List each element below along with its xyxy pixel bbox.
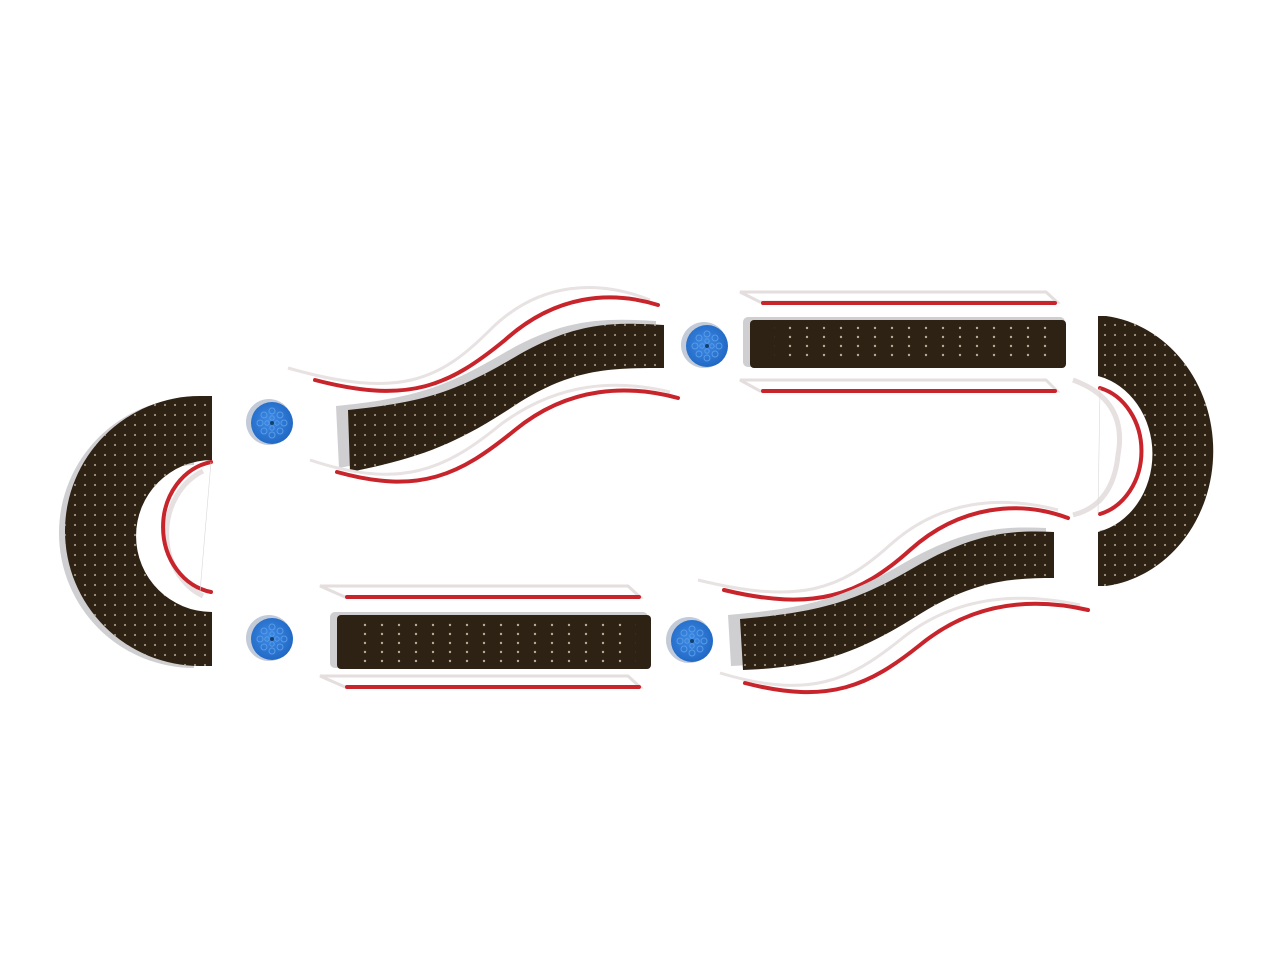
left-arc-plank [59,396,212,668]
left-arc-handrail [161,460,213,599]
top-wave-handrail-lower [309,383,680,484]
bottom-wave-handrail-upper [697,500,1070,602]
bottom-wave-plank [728,527,1054,670]
top-straight-plank [743,317,1066,368]
right-arc-plank [1098,316,1214,586]
stepping-pod [680,321,729,369]
top-straight-handrail-lower [739,378,1061,393]
stepping-pod [245,398,294,446]
right-arc-handrail [1072,377,1144,518]
stepping-pod [665,616,714,664]
stepping-pod [245,614,294,662]
bottom-straight-handrail-upper [319,584,644,599]
top-straight-handrail-upper [739,290,1061,305]
top-wave-plank [336,319,664,472]
bottom-straight-handrail-lower [319,674,644,689]
bottom-wave-handrail-lower [719,596,1090,695]
top-wave-handrail-upper [287,286,660,393]
bottom-straight-plank [330,612,651,669]
